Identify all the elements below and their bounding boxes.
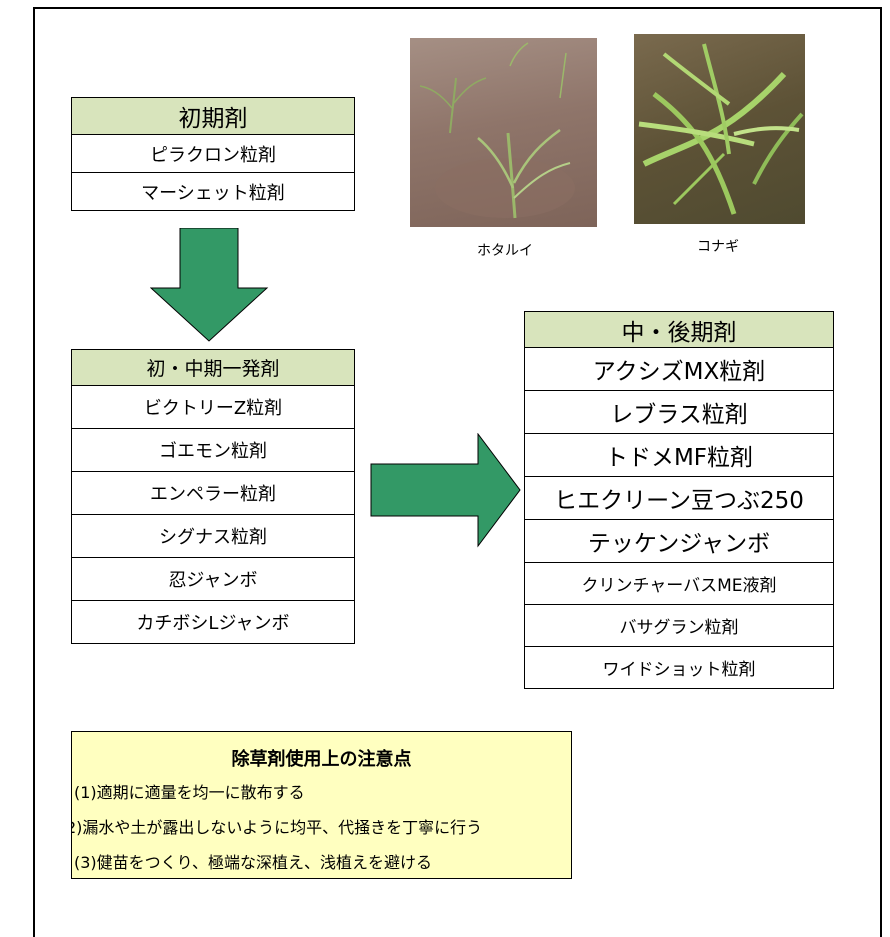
usage-note-item: 2)漏水や土が露出しないように均平、代掻きを丁寧に行う — [71, 818, 483, 837]
mid-late-herbicide-item: レブラス粒剤 — [524, 390, 834, 434]
early-mid-herbicide-item: ゴエモン粒剤 — [71, 428, 355, 472]
early-mid-herbicide-item: 忍ジャンボ — [71, 557, 355, 601]
mid-late-herbicide-item: テッケンジャンボ — [524, 519, 834, 563]
mid-late-herbicide-item: アクシズMX粒剤 — [524, 347, 834, 391]
usage-note-item: (1)適期に適量を均一に散布する — [74, 783, 305, 802]
early-herbicide-item: ピラクロン粒剤 — [71, 134, 355, 173]
early-mid-herbicide-item: エンペラー粒剤 — [71, 471, 355, 515]
early-mid-herbicide-item: シグナス粒剤 — [71, 514, 355, 558]
early-herbicide-table: 初期剤 ピラクロン粒剤 マーシェット粒剤 — [71, 97, 355, 211]
early-mid-herbicide-item: ビクトリーZ粒剤 — [71, 385, 355, 429]
right-arrow-icon — [370, 433, 521, 548]
early-herbicide-item: マーシェット粒剤 — [71, 172, 355, 211]
usage-note-item: (3)健苗をつくり、極端な深植え、浅植えを避ける — [74, 853, 433, 872]
early-mid-herbicide-item: カチボシLジャンボ — [71, 600, 355, 644]
usage-notes-box: 除草剤使用上の注意点 (1)適期に適量を均一に散布する 2)漏水や土が露出しない… — [71, 731, 572, 879]
mid-late-herbicide-item: ヒエクリーン豆つぶ250 — [524, 476, 834, 520]
mid-late-herbicide-header: 中・後期剤 — [524, 311, 834, 348]
mid-late-herbicide-item: トドメMF粒剤 — [524, 433, 834, 477]
early-mid-herbicide-header: 初・中期一発剤 — [71, 349, 355, 386]
usage-notes-title: 除草剤使用上の注意点 — [231, 749, 412, 770]
mid-late-herbicide-table: 中・後期剤 アクシズMX粒剤 レブラス粒剤 トドメMF粒剤 ヒエクリーン豆つぶ2… — [524, 311, 834, 689]
hotarui-weed-photo — [410, 38, 597, 227]
hotarui-caption: ホタルイ — [477, 243, 533, 259]
page-frame — [33, 7, 882, 937]
early-herbicide-header: 初期剤 — [71, 97, 355, 135]
mid-late-herbicide-item: バサグラン粒剤 — [524, 604, 834, 647]
konagi-weed-photo — [634, 34, 805, 224]
down-arrow-icon — [150, 228, 269, 342]
mid-late-herbicide-item: クリンチャーバスME液剤 — [524, 562, 834, 605]
early-mid-herbicide-table: 初・中期一発剤 ビクトリーZ粒剤 ゴエモン粒剤 エンペラー粒剤 シグナス粒剤 忍… — [71, 349, 355, 644]
mid-late-herbicide-item: ワイドショット粒剤 — [524, 646, 834, 689]
konagi-caption: コナギ — [697, 239, 739, 255]
